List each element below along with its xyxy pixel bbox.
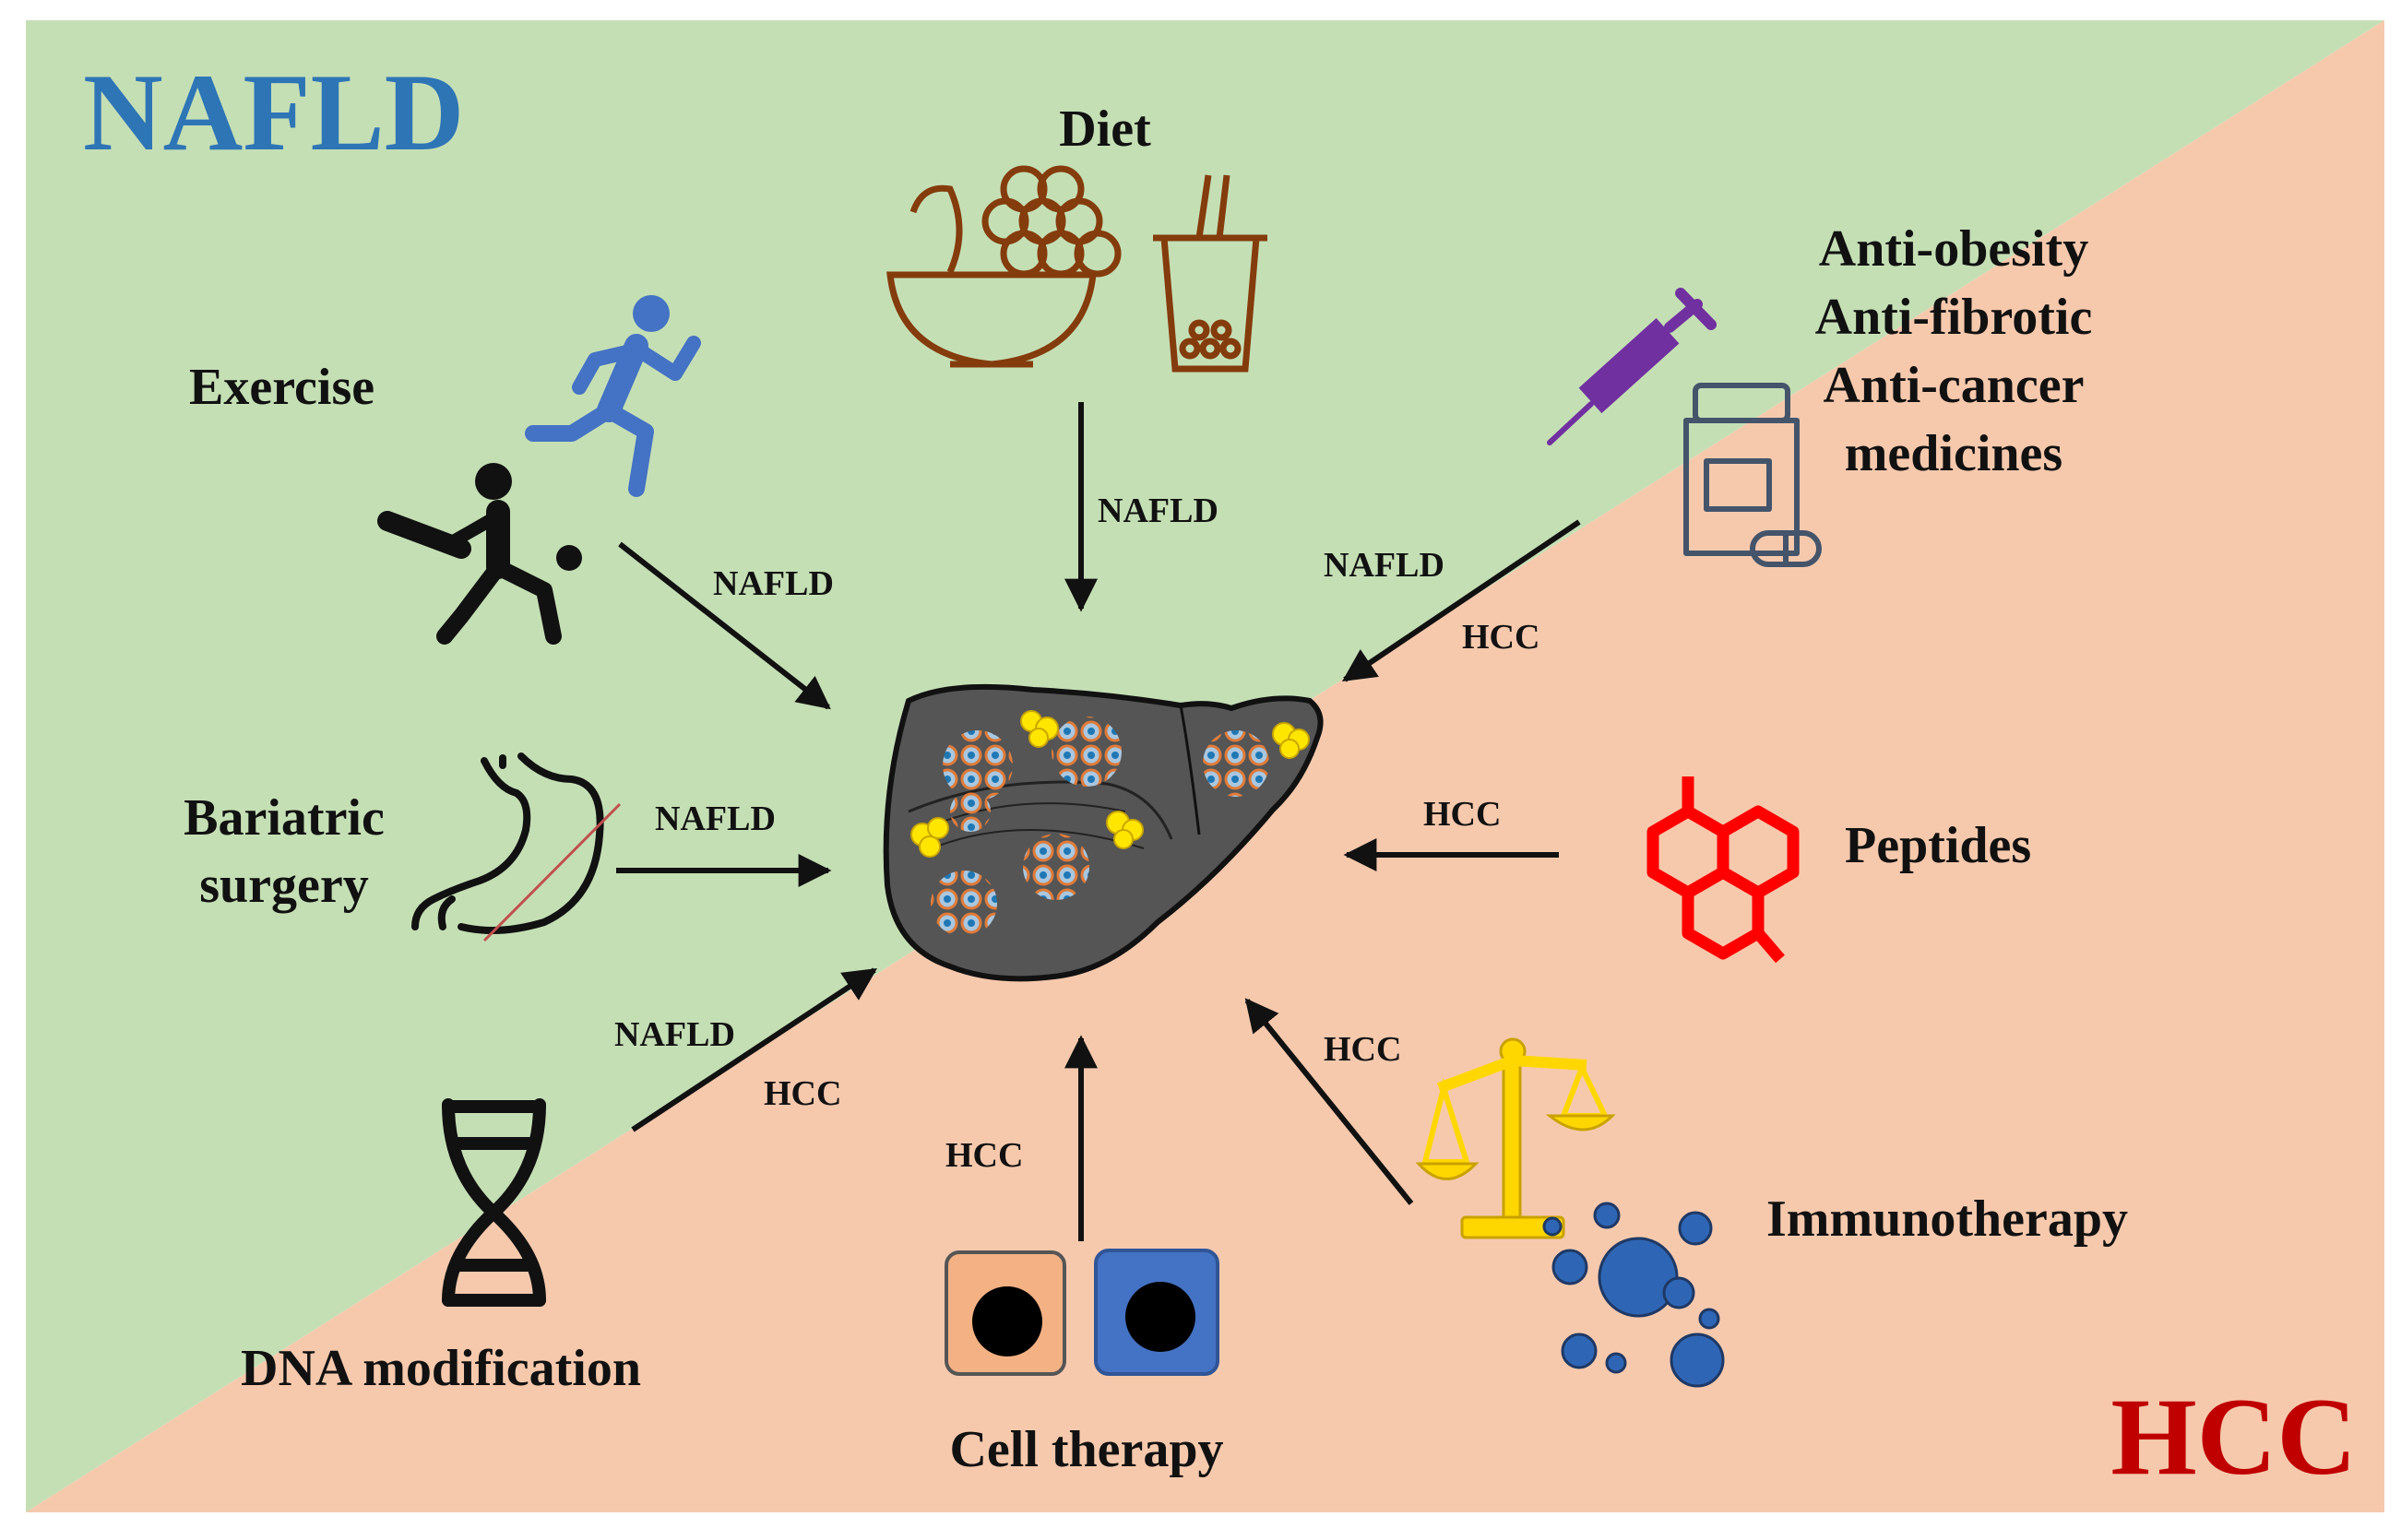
cell-icon-blue	[1094, 1249, 1219, 1376]
fruit-bowl-icon	[886, 165, 1122, 368]
immunotherapy-arrow	[1244, 998, 1414, 1205]
peptides-label: Peptides	[1845, 817, 2031, 874]
dna-label: DNA modification	[241, 1340, 641, 1397]
bariatric-cut-line	[482, 802, 622, 942]
diet-arrow-label: NAFLD	[1098, 492, 1218, 530]
peptide-hexagon-icon	[1646, 776, 1800, 964]
bariatric-label-line1: Bariatric	[184, 789, 385, 847]
hcc-title: HCC	[2110, 1375, 2357, 1498]
bariatric-label-line2: surgery	[199, 857, 369, 914]
exercise-label: Exercise	[189, 359, 374, 416]
bubble-tea-icon	[1153, 174, 1267, 373]
medicines-label-line4: medicines	[1845, 425, 2062, 482]
cell-therapy-label: Cell therapy	[949, 1421, 1223, 1478]
diet-label: Diet	[1059, 101, 1151, 158]
dna-arrow-label-hcc: HCC	[764, 1074, 841, 1113]
scales-icon	[1415, 1037, 1616, 1239]
medicines-arrow	[1342, 519, 1581, 682]
dna-arrow	[631, 967, 878, 1132]
exercise-arrow	[618, 541, 831, 710]
runner-icon	[525, 295, 701, 497]
syringe-icon	[1547, 288, 1717, 445]
dna-arrow-label-nafld: NAFLD	[614, 1015, 735, 1054]
immunotherapy-label: Immunotherapy	[1766, 1191, 2128, 1248]
nafld-title: NAFLD	[83, 51, 464, 173]
liver-icon	[883, 683, 1324, 982]
peptides-arrow-label: HCC	[1423, 795, 1501, 834]
bariatric-arrow-label: NAFLD	[655, 800, 776, 838]
bubbles-icon	[1542, 1202, 1725, 1388]
immunotherapy-arrow-label: HCC	[1324, 1030, 1401, 1069]
medicines-label-line1: Anti-obesity	[1819, 220, 2088, 278]
dna-icon	[442, 1098, 546, 1307]
medicines-arrow-label-nafld: NAFLD	[1324, 546, 1444, 585]
medicines-label-line2: Anti-fibrotic	[1815, 289, 2093, 346]
medicines-arrow-label-hcc: HCC	[1462, 618, 1539, 657]
stomach-icon	[411, 752, 604, 934]
cricket-player-icon	[377, 463, 582, 645]
cell-therapy-arrow-label: HCC	[945, 1136, 1023, 1175]
pill-bottle-icon	[1683, 383, 1822, 567]
medicines-label-line3: Anti-cancer	[1823, 357, 2084, 414]
exercise-arrow-label: NAFLD	[713, 564, 834, 603]
cell-icon	[945, 1250, 1066, 1376]
